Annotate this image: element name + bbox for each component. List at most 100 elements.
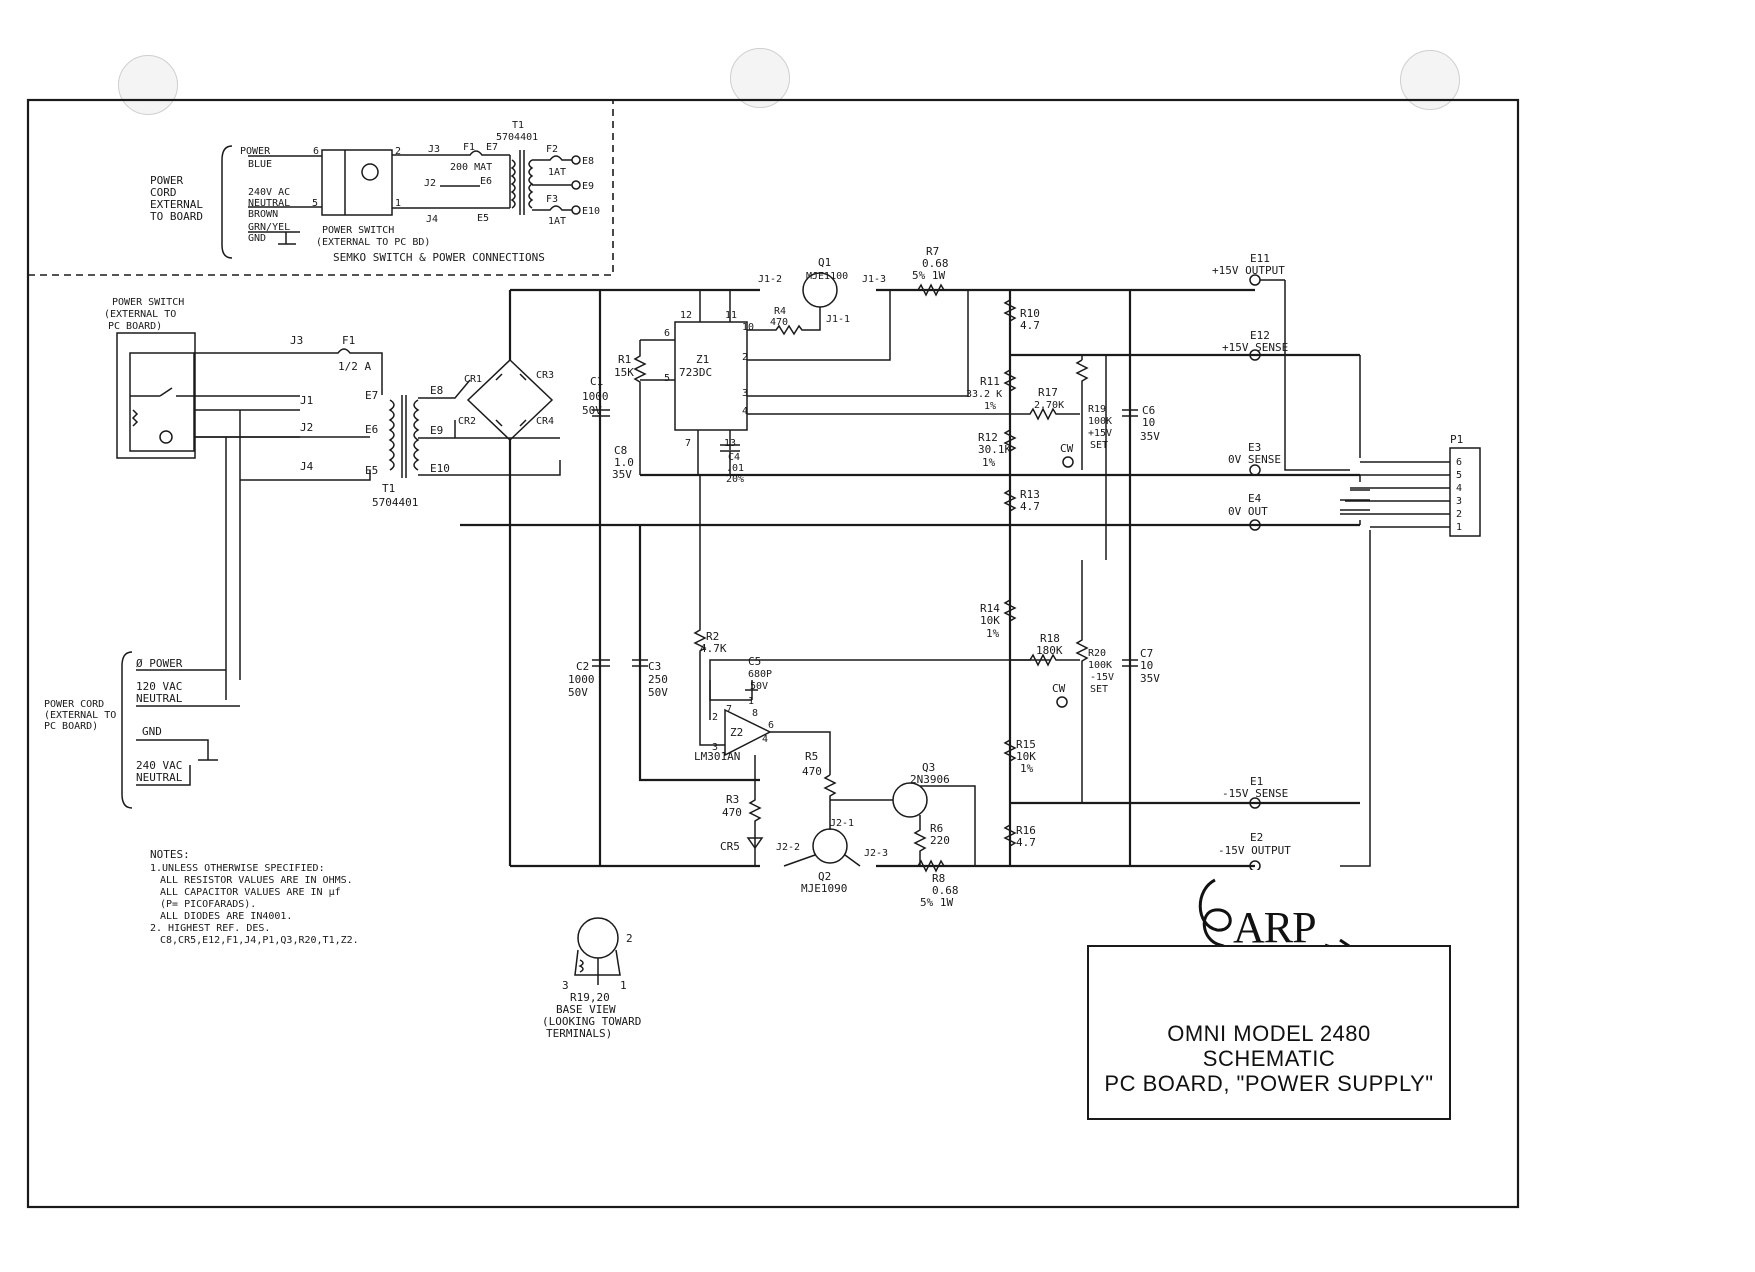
svg-text:J1: J1	[300, 394, 313, 407]
positive-regulator: C1 1000 50V C8 1.0 35V R1 15K Z1 723DC 1…	[582, 245, 1160, 560]
svg-text:E9: E9	[582, 181, 594, 192]
svg-text:1: 1	[1456, 522, 1462, 533]
svg-text:2: 2	[1456, 509, 1462, 520]
svg-text:100K: 100K	[1088, 660, 1112, 671]
svg-text:250: 250	[648, 673, 668, 686]
svg-text:C6: C6	[1142, 404, 1155, 417]
svg-text:2N3906: 2N3906	[910, 773, 950, 786]
svg-text:35V: 35V	[612, 468, 632, 481]
svg-text:12: 12	[680, 310, 692, 321]
svg-text:C8,CR5,E12,F1,J4,P1,Q3,R20,T1,: C8,CR5,E12,F1,J4,P1,Q3,R20,T1,Z2.	[160, 935, 359, 946]
svg-text:R10: R10	[1020, 307, 1040, 320]
svg-text:33.2 K: 33.2 K	[966, 389, 1002, 400]
svg-text:10K: 10K	[980, 614, 1000, 627]
svg-text:8: 8	[752, 708, 758, 719]
svg-text:GND: GND	[248, 233, 266, 244]
svg-text:Z1: Z1	[696, 353, 709, 366]
svg-text:2: 2	[395, 146, 401, 157]
svg-text:0.68: 0.68	[922, 257, 949, 270]
svg-text:E5: E5	[365, 464, 378, 477]
svg-text:R13: R13	[1020, 488, 1040, 501]
svg-text:MJE1100: MJE1100	[806, 271, 848, 282]
title-line-model: OMNI MODEL 2480	[1167, 1021, 1371, 1046]
svg-text:1AT: 1AT	[548, 167, 566, 178]
svg-text:E2: E2	[1250, 831, 1263, 844]
svg-text:NOTES:: NOTES:	[150, 848, 190, 861]
svg-text:R4: R4	[774, 306, 786, 317]
svg-text:R17: R17	[1038, 386, 1058, 399]
outputs: E11 +15V OUTPUT E12 +15V SENSE E3 0V SEN…	[1212, 252, 1481, 872]
svg-text:CW: CW	[1052, 682, 1066, 695]
svg-text:E1: E1	[1250, 775, 1263, 788]
svg-text:11: 11	[725, 310, 737, 321]
svg-text:E9: E9	[430, 424, 443, 437]
svg-text:-15V SENSE: -15V SENSE	[1222, 787, 1288, 800]
svg-text:ALL RESISTOR VALUES ARE IN OHM: ALL RESISTOR VALUES ARE IN OHMS.	[160, 875, 353, 886]
svg-text:2. HIGHEST REF. DES.: 2. HIGHEST REF. DES.	[150, 923, 270, 934]
svg-text:R8: R8	[932, 872, 945, 885]
svg-text:C1: C1	[590, 375, 603, 388]
svg-text:R7: R7	[926, 245, 939, 258]
inset-wire-power: POWER	[240, 146, 271, 157]
svg-text:GND: GND	[142, 725, 162, 738]
svg-text:5704401: 5704401	[496, 132, 538, 143]
svg-text:R1: R1	[618, 353, 631, 366]
svg-text:50V: 50V	[750, 681, 768, 692]
svg-text:R20: R20	[1088, 648, 1106, 659]
svg-text:4: 4	[1456, 483, 1462, 494]
svg-text:3: 3	[562, 979, 569, 992]
svg-text:J2: J2	[424, 178, 436, 189]
svg-text:5% 1W: 5% 1W	[912, 269, 945, 282]
svg-text:CR4: CR4	[536, 416, 554, 427]
svg-text:J1-1: J1-1	[826, 314, 850, 325]
svg-text:E7: E7	[486, 142, 498, 153]
svg-text:4.7: 4.7	[1020, 319, 1040, 332]
svg-text:CW: CW	[1060, 442, 1074, 455]
title-line-board: PC BOARD, "POWER SUPPLY"	[1104, 1071, 1434, 1096]
svg-text:(P= PICOFARADS).: (P= PICOFARADS).	[160, 899, 256, 910]
sheet-frame	[26, 98, 1520, 1209]
svg-text:E7: E7	[365, 389, 378, 402]
svg-text:50V: 50V	[648, 686, 668, 699]
svg-text:TERMINALS): TERMINALS)	[546, 1027, 612, 1040]
svg-text:E8: E8	[430, 384, 443, 397]
svg-text:E10: E10	[582, 206, 600, 217]
svg-text:SET: SET	[1090, 440, 1108, 451]
inset-semko: POWER CORD EXTERNAL TO BOARD POWER BLUE …	[150, 120, 600, 264]
svg-text:J3: J3	[290, 334, 303, 347]
svg-text:R12: R12	[978, 431, 998, 444]
svg-text:1000: 1000	[582, 390, 609, 403]
svg-text:PC BOARD): PC BOARD)	[44, 721, 98, 732]
svg-text:0V OUT: 0V OUT	[1228, 505, 1268, 518]
svg-text:J2-1: J2-1	[830, 818, 854, 829]
title-line-schematic: SCHEMATIC	[1202, 1046, 1336, 1071]
svg-text:C2: C2	[576, 660, 589, 673]
svg-text:ALL DIODES ARE IN4001.: ALL DIODES ARE IN4001.	[160, 911, 292, 922]
svg-text:E4: E4	[1248, 492, 1262, 505]
svg-text:CR1: CR1	[464, 374, 482, 385]
svg-text:J4: J4	[300, 460, 314, 473]
svg-text:2: 2	[626, 932, 633, 945]
svg-text:470: 470	[770, 317, 788, 328]
svg-text:4.7: 4.7	[1016, 836, 1036, 849]
svg-text:7: 7	[726, 704, 732, 715]
svg-text:1%: 1%	[986, 627, 1000, 640]
svg-text:4.7: 4.7	[1020, 500, 1040, 513]
svg-text:6: 6	[664, 328, 670, 339]
inset-cord-label: POWER	[150, 174, 183, 187]
svg-text:+15V: +15V	[1088, 428, 1112, 439]
svg-text:5% 1W: 5% 1W	[920, 896, 953, 909]
svg-text:CR3: CR3	[536, 370, 554, 381]
svg-text:P1: P1	[1450, 433, 1463, 446]
svg-text:R11: R11	[980, 375, 1000, 388]
svg-text:ALL CAPACITOR VALUES ARE IN µf: ALL CAPACITOR VALUES ARE IN µf	[160, 887, 341, 898]
svg-text:E6: E6	[480, 176, 492, 187]
svg-text:CR2: CR2	[458, 416, 476, 427]
svg-text:F1: F1	[463, 142, 475, 153]
svg-text:6: 6	[1456, 457, 1462, 468]
svg-text:2.70K: 2.70K	[1034, 400, 1064, 411]
svg-text:5: 5	[312, 198, 318, 209]
svg-text:J1-3: J1-3	[862, 274, 886, 285]
svg-text:E5: E5	[477, 213, 489, 224]
svg-text:(EXTERNAL TO: (EXTERNAL TO	[104, 309, 176, 320]
